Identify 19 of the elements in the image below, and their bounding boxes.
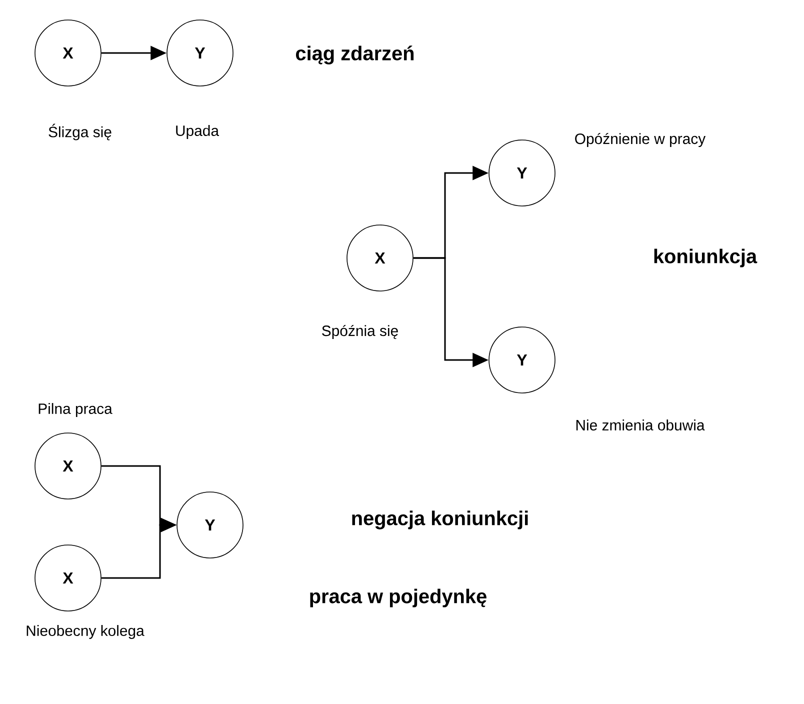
circle-node: Y	[488, 326, 556, 394]
heading-label: negacja koniunkcji	[352, 510, 528, 530]
node-caption: Spóźnia się	[322, 324, 398, 340]
heading-label: ciąg zdarzeń	[296, 46, 414, 64]
node-caption: Ślizga się	[48, 124, 112, 140]
circle-node: X	[346, 224, 414, 292]
node-caption: Upada	[176, 125, 220, 139]
heading-label: koniunkcja	[654, 248, 758, 268]
circle-node: Y	[488, 140, 556, 206]
heading-label: praca w pojedynkę	[310, 588, 486, 608]
circle-node: X	[34, 20, 102, 86]
circle-node: Y	[176, 492, 244, 558]
node-caption: Opóźnienie w pracy	[575, 132, 706, 148]
circle-node: X	[34, 544, 102, 612]
circle-node: X	[34, 432, 102, 500]
node-caption: Pilna praca	[38, 403, 112, 417]
node-caption: Nieobecny kolega	[26, 625, 144, 639]
circle-node: Y	[166, 20, 234, 86]
node-caption: Nie zmienia obuwia	[576, 420, 705, 430]
